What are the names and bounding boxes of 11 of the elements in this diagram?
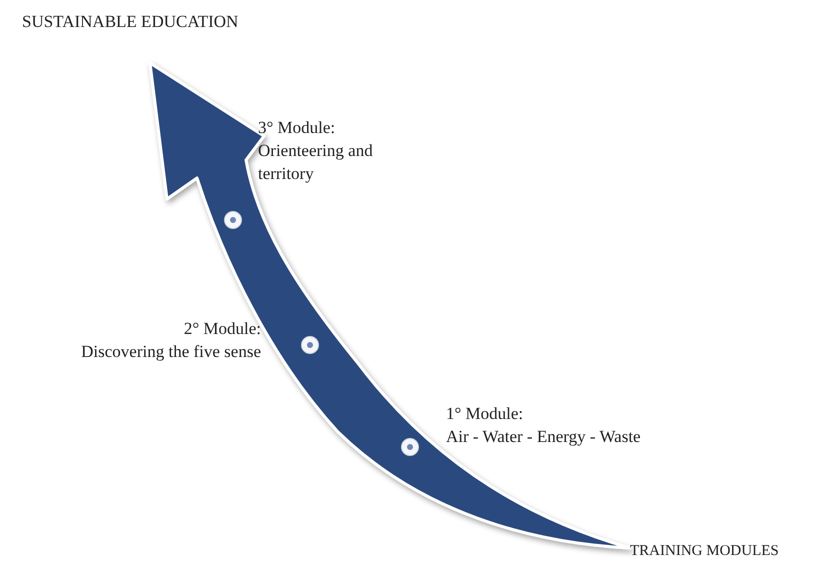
module-description: Orienteering and territory: [258, 140, 374, 185]
module-heading: 1° Module:: [446, 403, 524, 425]
module-heading: 3° Module:: [258, 117, 336, 139]
stage-label: TRAINING MODULES: [630, 540, 779, 563]
milestone-dot: [223, 210, 243, 230]
module-description: Air - Water - Energy - Waste: [446, 426, 641, 448]
module-heading: 2° Module:: [182, 318, 261, 340]
milestone-dot: [300, 335, 320, 355]
stage-label: SUSTAINABLE EDUCATION: [22, 10, 238, 33]
module-description: Discovering the five sense: [80, 341, 261, 363]
milestone-dot: [400, 437, 420, 457]
